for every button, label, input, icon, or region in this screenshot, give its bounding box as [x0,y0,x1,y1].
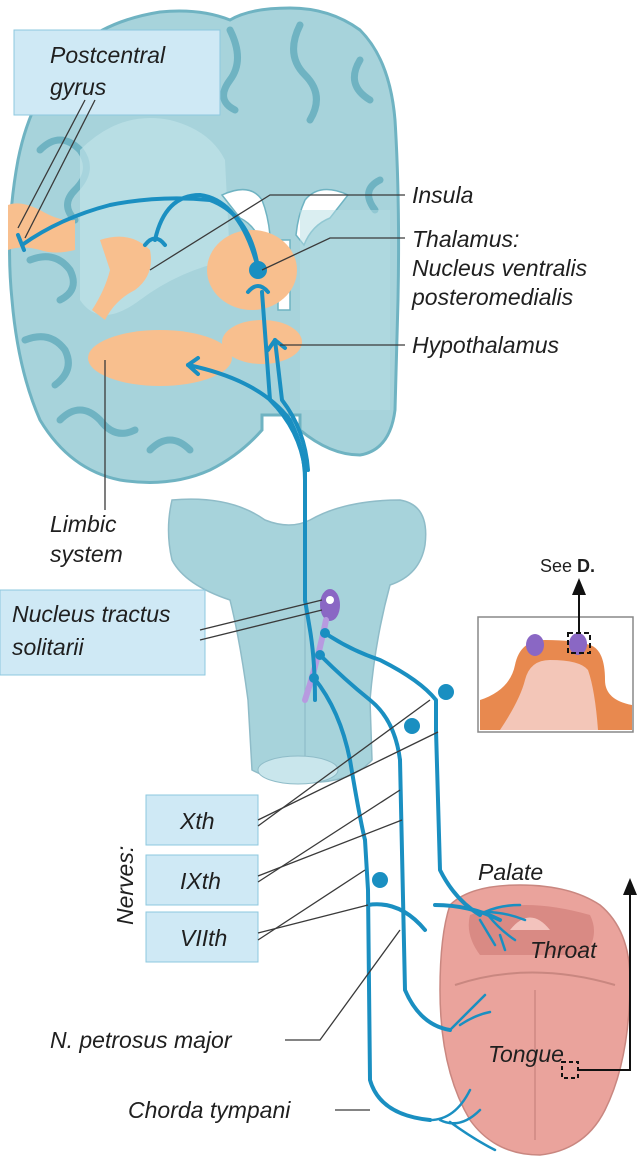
label-thalamus-line1: Thalamus: [412,226,519,252]
ganglion-ix [404,718,420,734]
limbic-system-region [88,330,232,386]
label-nerve-vii: VIIth [180,925,227,951]
label-nts-line2: solitarii [12,634,84,660]
label-limbic-line1: Limbic [50,511,117,537]
label-palate: Palate [478,859,543,885]
label-tongue: Tongue [488,1041,564,1067]
medulla-cross-section [258,756,338,784]
label-chorda: Chorda tympani [128,1097,291,1123]
label-insula: Insula [412,182,473,208]
inset-taste-bud-right [569,633,587,655]
leader-ix-2 [258,790,400,882]
label-nerves-title: Nerves: [112,846,138,925]
label-nerve-ix: IXth [180,868,221,894]
ganglion-x [438,684,454,700]
label-limbic-line2: system [50,541,123,567]
leader-petrosus [285,930,400,1040]
tongue-reference-arrowhead [623,878,637,895]
brainstem-outline [169,499,426,782]
nucleus-tractus-solitarii-body [320,589,340,621]
thalamus-relay-neuron [249,261,267,279]
nerve-petrosus-major [368,904,425,930]
label-petrosus: N. petrosus major [50,1027,233,1053]
label-thalamus-line2: Nucleus ventralis [412,255,588,281]
label-throat: Throat [530,937,598,963]
inset-taste-bud-left [526,634,544,656]
brainstem [169,499,426,784]
label-thalamus-line3: posteromedialis [411,284,574,310]
nerve-x-peripheral [436,730,480,915]
ganglion-vii [372,872,388,888]
hypothalamus-nucleus [222,320,302,364]
label-nts-line1: Nucleus tractus [12,601,171,627]
inset-taste-bud [478,578,633,732]
label-hypothalamus: Hypothalamus [412,332,560,358]
see-d-arrowhead [572,578,586,595]
label-nerve-x: Xth [179,808,215,834]
nucleus-highlight [326,596,334,604]
leader-vii-2 [258,870,365,940]
label-postcentral-line1: Postcentral [50,42,166,68]
label-see-d: See D. [540,556,595,576]
label-postcentral-line2: gyrus [50,74,107,100]
